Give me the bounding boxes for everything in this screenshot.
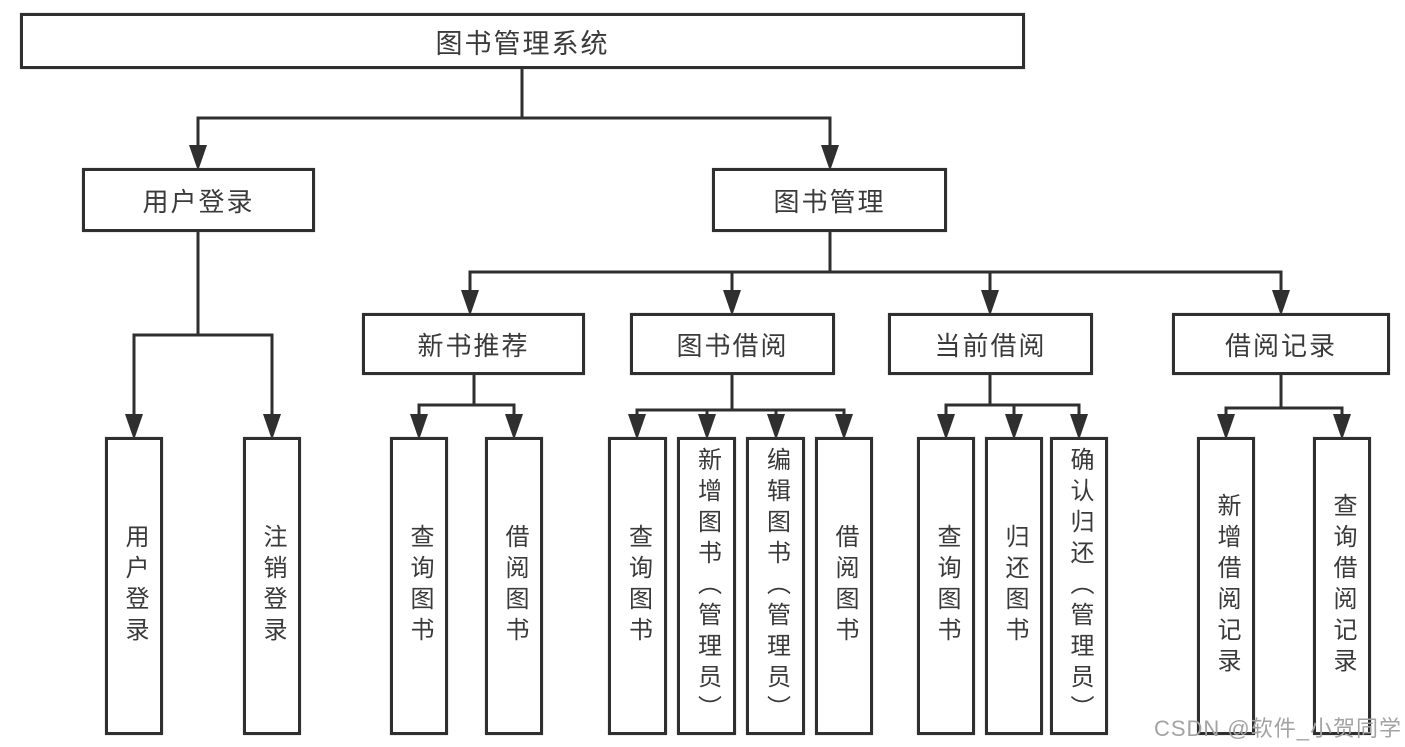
leaf-label: 查询图书 [406,524,433,648]
arrowhead-icon [628,414,646,440]
leaf-query-books: 查询图书 [608,437,667,735]
leaf-borrow-books: 借阅图书 [485,437,543,735]
arrowhead-icon [461,290,479,316]
node-library-management-system: 图书管理系统 [20,13,1025,69]
node-book-borrowing: 图书借阅 [630,313,835,375]
leaf-query-books: 查询图书 [917,437,975,735]
arrowhead-icon [1333,414,1351,440]
arrowhead-icon [410,414,428,440]
leaf-query-books: 查询图书 [390,437,448,735]
arrowhead-icon [125,414,143,440]
csdn-watermark: CSDN @软件_小贺同学 [1153,716,1402,741]
leaf-label: 注销登录 [259,524,286,648]
arrowhead-icon [981,290,999,316]
arrowhead-icon [1217,414,1235,440]
leaf-label: 查询图书 [624,524,652,648]
arrowhead-icon [767,414,785,440]
leaf-user-login: 用户登录 [105,437,163,735]
leaf-label: 用户登录 [121,524,148,648]
arrowhead-icon [698,414,716,440]
arrowhead-icon [723,290,741,316]
leaf-label: 借阅图书 [501,524,528,648]
node-new-book-recommendation: 新书推荐 [362,313,585,375]
leaf-edit-books-admin: 编辑图书（管理员） [746,437,805,735]
leaf-confirm-return-admin: 确认归还（管理员） [1050,437,1108,735]
leaf-label: 新增图书（管理员） [693,446,721,726]
leaf-label: 借阅图书 [831,524,858,648]
leaf-borrow-books: 借阅图书 [815,437,873,735]
node-book-management: 图书管理 [712,168,947,232]
arrowhead-icon [189,145,207,171]
leaf-label: 确认归还（管理员） [1066,446,1093,726]
node-user-login: 用户登录 [82,168,315,232]
arrowhead-icon [1070,414,1088,440]
arrowhead-icon [835,414,853,440]
arrowhead-icon [263,414,281,440]
arrowhead-icon [937,414,955,440]
arrowhead-icon [1272,290,1290,316]
leaf-query-borrow-record: 查询借阅记录 [1313,437,1371,735]
leaf-label: 归还图书 [1001,524,1028,648]
leaf-logout: 注销登录 [243,437,301,735]
arrowhead-icon [821,145,839,171]
leaf-label: 新增借阅记录 [1213,493,1240,679]
node-borrowing-records: 借阅记录 [1172,313,1390,375]
leaf-add-books-admin: 新增图书（管理员） [677,437,736,735]
arrowhead-icon [1005,414,1023,440]
node-current-borrowing: 当前借阅 [888,313,1093,375]
leaf-add-borrow-record: 新增借阅记录 [1197,437,1255,735]
leaf-label: 查询图书 [933,524,960,648]
leaf-return-books: 归还图书 [985,437,1043,735]
leaf-label: 编辑图书（管理员） [762,446,790,726]
leaf-label: 查询借阅记录 [1329,493,1356,679]
arrowhead-icon [505,414,523,440]
